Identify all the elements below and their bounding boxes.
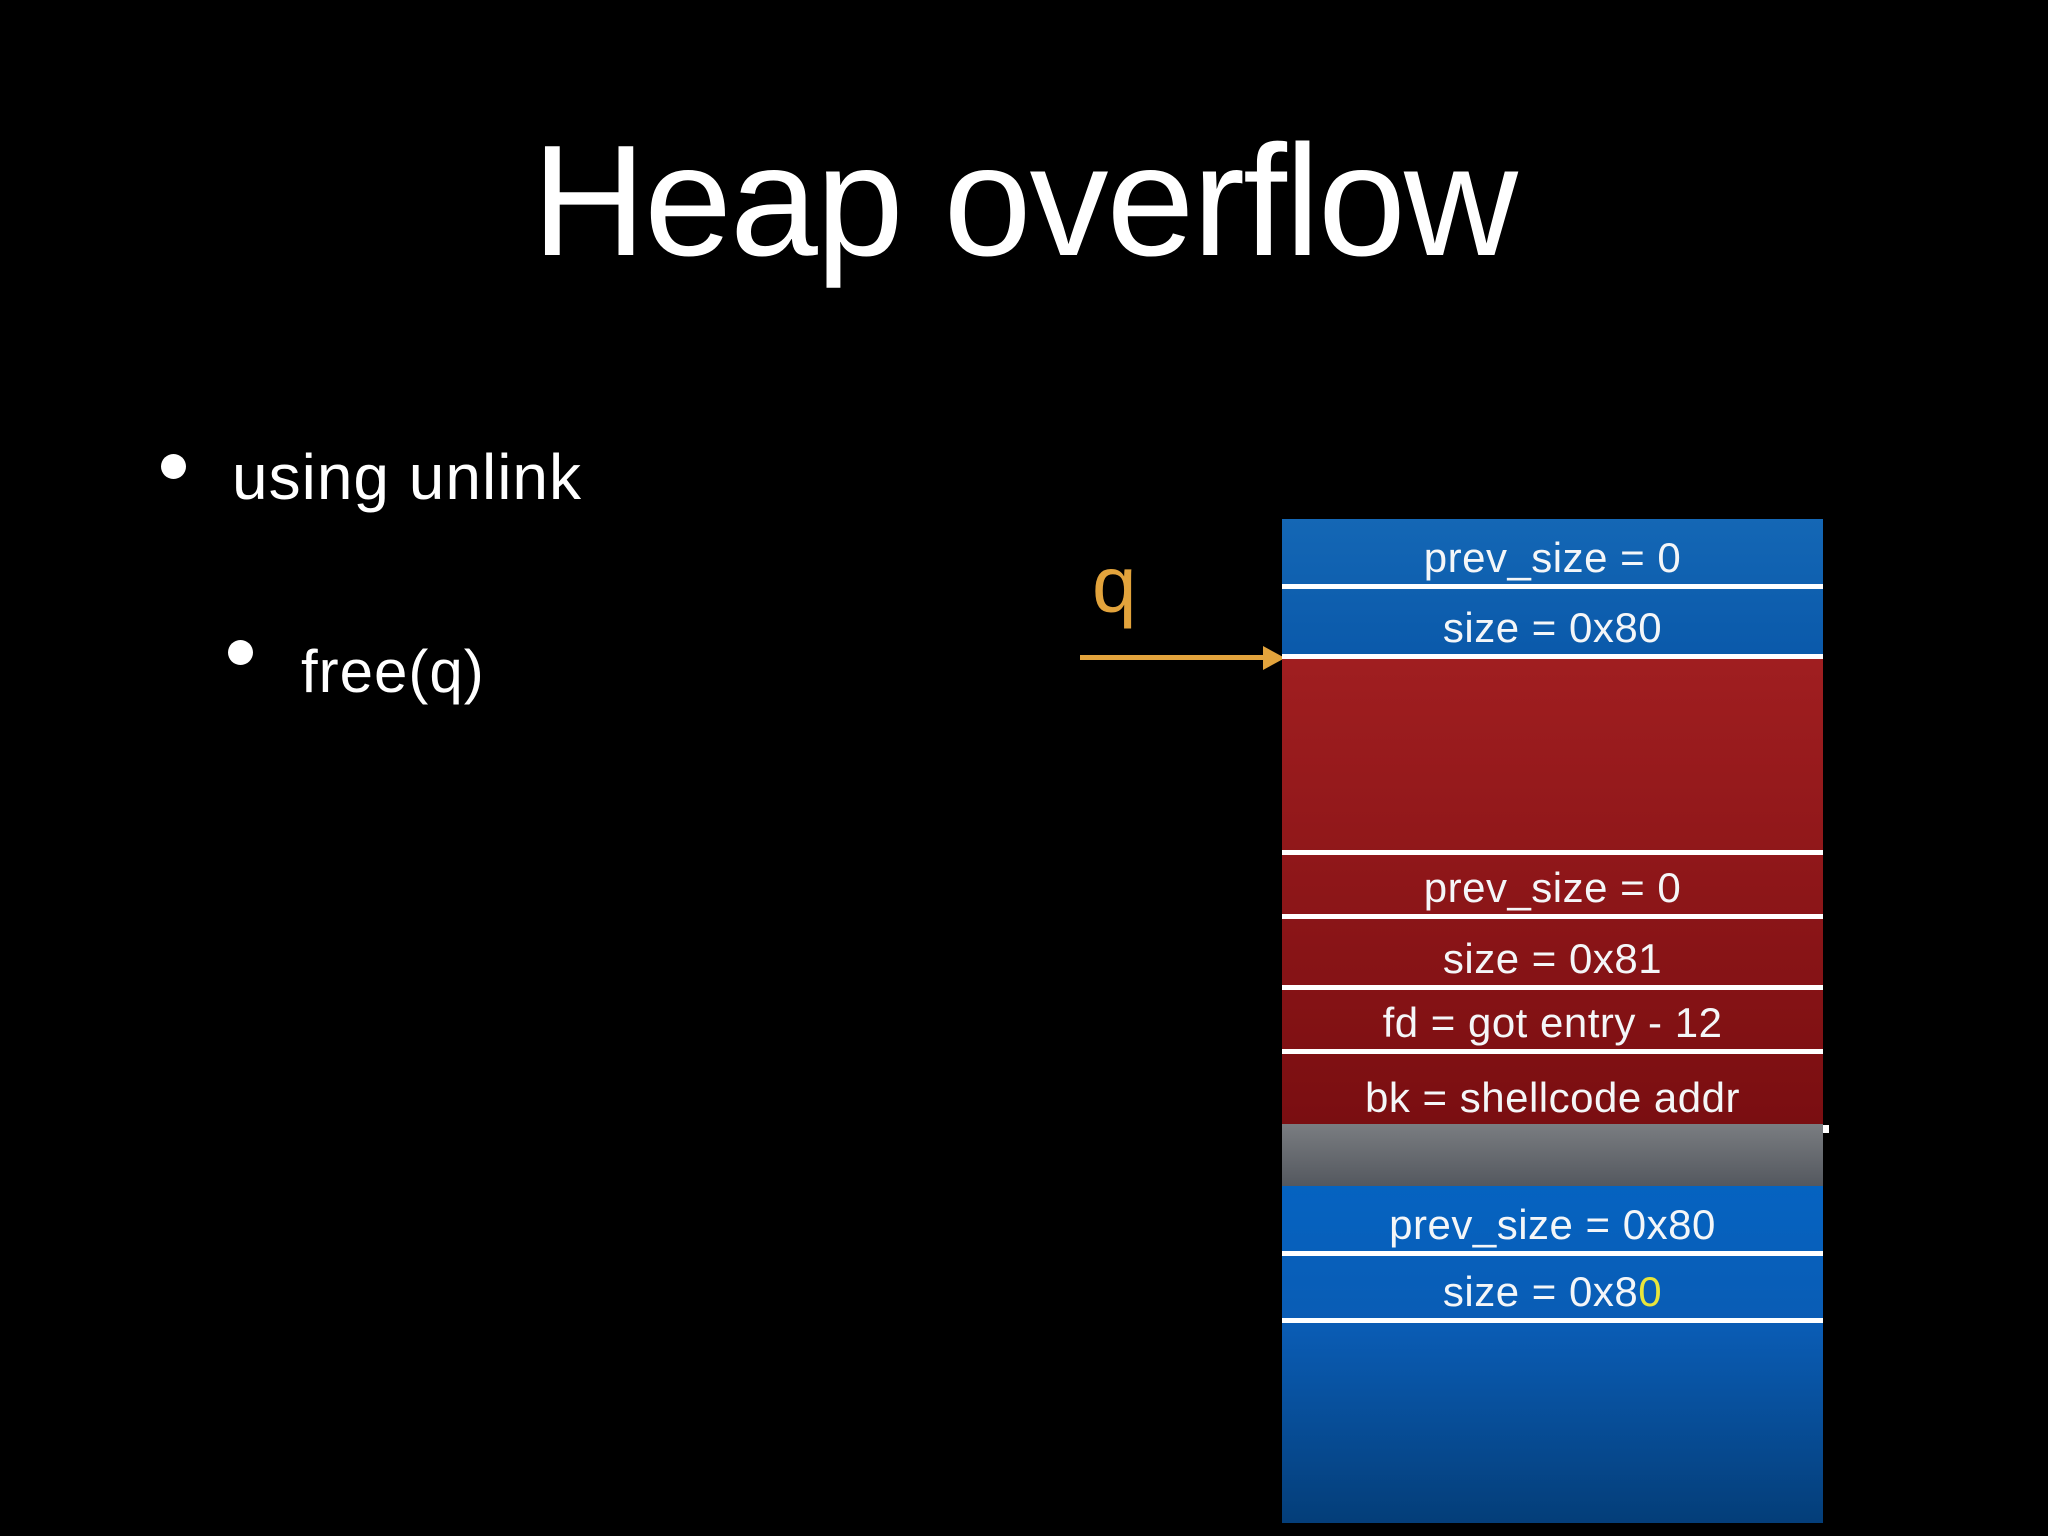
bullet-dot-icon bbox=[161, 454, 186, 479]
chunk-row-label: size = 0x81 bbox=[1442, 934, 1663, 982]
chunk-row-label: prev_size = 0x80 bbox=[1389, 1200, 1716, 1248]
chunk-row-prev-size: prev_size = 0x80 bbox=[1282, 1186, 1823, 1256]
overflowed-chunk: prev_size = 0 size = 0x81 fd = got entry… bbox=[1282, 659, 1829, 1133]
divider-tick bbox=[1823, 1125, 1829, 1133]
chunk-row-size: size = 0x81 bbox=[1282, 919, 1823, 990]
padding-band bbox=[1282, 1124, 1823, 1186]
chunk-row-prev-size: prev_size = 0 bbox=[1282, 519, 1823, 589]
heap-diagram: prev_size = 0 size = 0x80 prev_size = 0 … bbox=[1282, 519, 1829, 1523]
chunk-row-label: size = 0x80 bbox=[1442, 603, 1663, 651]
chunk-row-label: fd = got entry - 12 bbox=[1382, 998, 1723, 1046]
chunk-row-free-space bbox=[1282, 659, 1823, 855]
pointer-arrow-line-icon bbox=[1080, 655, 1265, 660]
page-title: Heap overflow bbox=[532, 113, 1518, 289]
chunk-q-header: prev_size = 0 size = 0x80 bbox=[1282, 519, 1823, 659]
chunk-row-label-highlight: 0 bbox=[1638, 1267, 1663, 1315]
bullet-dot-icon bbox=[228, 640, 253, 665]
bullet-label: free(q) bbox=[301, 638, 485, 705]
bullet-item-free-q: free(q) bbox=[228, 633, 485, 711]
chunk-row-bk: bk = shellcode addr bbox=[1282, 1054, 1823, 1124]
chunk-row-prev-size: prev_size = 0 bbox=[1282, 855, 1823, 919]
pointer-q-label: q bbox=[1092, 540, 1137, 629]
bullet-item-using-unlink: using unlink bbox=[161, 436, 582, 519]
chunk-row-free-space bbox=[1282, 1323, 1823, 1523]
pointer-arrow-head-icon bbox=[1263, 646, 1285, 670]
chunk-row-size: size = 0x80 bbox=[1282, 589, 1823, 659]
chunk-row-label: size = 0x8 bbox=[1442, 1267, 1639, 1315]
chunk-row-label: prev_size = 0 bbox=[1423, 863, 1682, 911]
bullet-label: using unlink bbox=[232, 441, 582, 513]
chunk-row-fd: fd = got entry - 12 bbox=[1282, 990, 1823, 1054]
chunk-row-label: prev_size = 0 bbox=[1423, 533, 1682, 581]
chunk-row-label: bk = shellcode addr bbox=[1365, 1073, 1740, 1121]
